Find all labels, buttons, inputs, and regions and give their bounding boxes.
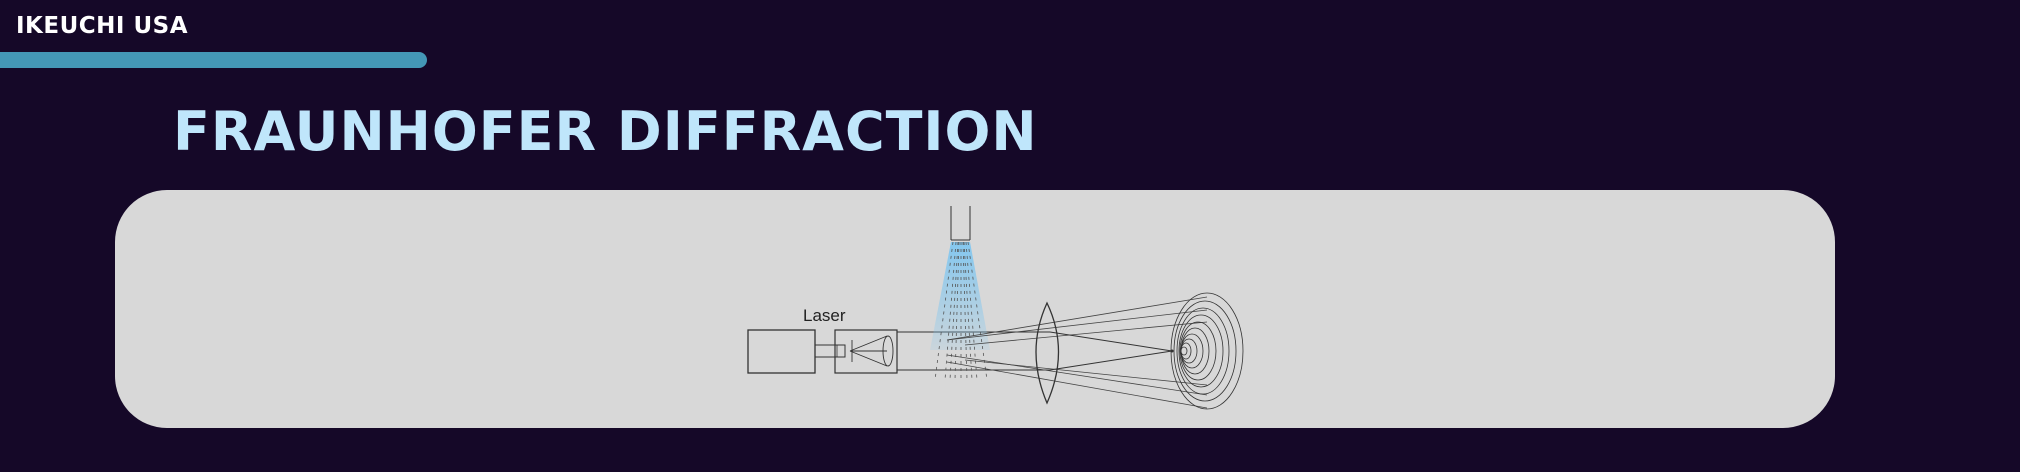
slide-title: FRAUNHOFER DIFFRACTION <box>173 100 1038 163</box>
laser-label: Laser <box>803 306 846 325</box>
diffraction-rings <box>1170 292 1244 410</box>
focal-point <box>1170 349 1174 353</box>
converging-beam <box>1049 331 1173 371</box>
brand-accent-bar <box>0 52 427 68</box>
laser-nozzle <box>814 344 846 358</box>
laser-source-box <box>747 329 816 374</box>
fraunhofer-diffraction-diagram: Laser <box>747 206 1244 410</box>
brand-name: IKEUCHI USA <box>16 13 189 39</box>
scattered-rays <box>946 296 1208 409</box>
beam-expander-optics <box>849 335 894 367</box>
diagram-panel: Laser <box>115 190 1835 428</box>
fourier-lens <box>1035 301 1060 405</box>
spray-cone <box>930 242 990 350</box>
spray-nozzle <box>950 206 971 241</box>
